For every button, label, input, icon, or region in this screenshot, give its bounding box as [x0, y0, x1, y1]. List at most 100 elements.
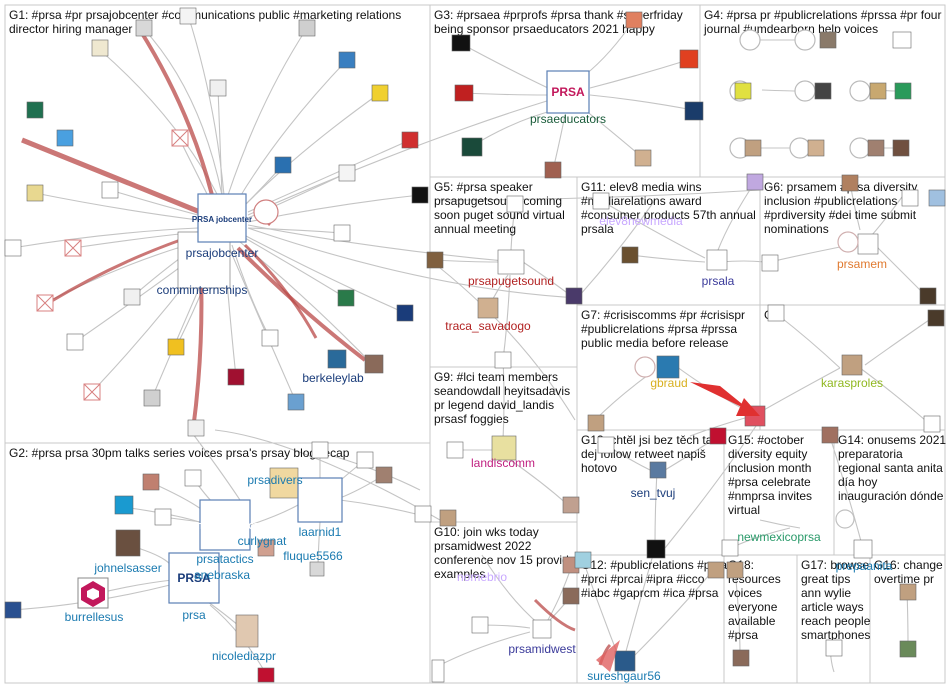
node-avatar[interactable]: [684, 101, 704, 121]
node-label-berkeleylab[interactable]: berkeleylab: [302, 371, 364, 385]
node-avatar[interactable]: [491, 435, 517, 461]
node-missing[interactable]: [64, 239, 82, 257]
node-avatar[interactable]: [899, 583, 917, 601]
node-avatar[interactable]: [794, 29, 816, 51]
node-avatar[interactable]: [333, 224, 351, 242]
node-avatar[interactable]: [338, 51, 356, 69]
node-avatar[interactable]: [597, 436, 615, 454]
node-avatar[interactable]: [901, 189, 919, 207]
node-avatar[interactable]: [707, 561, 725, 579]
node-avatar[interactable]: [867, 139, 885, 157]
node-avatar[interactable]: [143, 389, 161, 407]
node-avatar[interactable]: [794, 80, 816, 102]
hub-node-prsa[interactable]: PRSA: [168, 552, 220, 604]
node-avatar[interactable]: [327, 349, 347, 369]
node-label-landiscomm[interactable]: landiscomm: [471, 456, 535, 470]
node-label-prsadivers[interactable]: prsadivers: [247, 473, 302, 487]
node-avatar[interactable]: [494, 351, 512, 369]
node-avatar[interactable]: [179, 7, 197, 25]
node-avatar[interactable]: [732, 649, 750, 667]
node-avatar[interactable]: [309, 561, 325, 577]
node-avatar[interactable]: [375, 466, 393, 484]
node-avatar[interactable]: [825, 639, 843, 657]
node-avatar[interactable]: [439, 509, 457, 527]
node-avatar[interactable]: [338, 164, 356, 182]
node-label-sureshgaur56[interactable]: sureshgaur56: [587, 669, 661, 683]
node-avatar[interactable]: [721, 539, 739, 557]
node-label-prsapugetsound[interactable]: prsapugetsound: [468, 274, 554, 288]
node-avatar[interactable]: [767, 304, 785, 322]
node-avatar[interactable]: [66, 333, 84, 351]
node-avatar[interactable]: [154, 508, 172, 526]
node-label-prsala[interactable]: prsala: [702, 274, 735, 288]
node-label-traca-savadogo[interactable]: traca_savadogo: [445, 319, 531, 333]
node-avatar[interactable]: [649, 461, 667, 479]
node-label-fluque5566[interactable]: fluque5566: [283, 549, 343, 563]
node-label-prsajobcenter[interactable]: prsajobcenter: [186, 246, 259, 260]
node-avatar[interactable]: [587, 414, 605, 432]
node-avatar[interactable]: [471, 616, 489, 634]
node-avatar[interactable]: [923, 415, 941, 433]
node-label-gbraud[interactable]: gbraud: [650, 376, 687, 390]
node-label-karasproles[interactable]: karasproles: [821, 376, 883, 390]
node-label-nomebrio[interactable]: nomebrio: [457, 570, 507, 584]
node-avatar[interactable]: [477, 297, 499, 319]
node-avatar[interactable]: [451, 34, 471, 52]
node-avatar[interactable]: [426, 251, 444, 269]
node-avatar[interactable]: [928, 189, 946, 207]
node-avatar[interactable]: [123, 288, 141, 306]
node-avatar[interactable]: [414, 505, 432, 523]
node-label-prsaeducators[interactable]: prsaeducators: [530, 112, 606, 126]
node-avatar[interactable]: [431, 659, 445, 683]
node-label-johnelsasser[interactable]: johnelsasser: [93, 561, 161, 575]
node-avatar[interactable]: [337, 289, 355, 307]
node-avatar[interactable]: [656, 355, 680, 379]
node-avatar[interactable]: [625, 11, 643, 29]
node-avatar[interactable]: [497, 249, 525, 275]
hub-node-prsajobcenter[interactable]: PRSA jobcenter: [192, 193, 252, 243]
node-label-anebraska[interactable]: anebraska: [194, 568, 250, 582]
node-avatar[interactable]: [532, 619, 552, 639]
node-label-prsamem[interactable]: prsamem: [837, 257, 887, 271]
node-avatar[interactable]: [761, 254, 779, 272]
node-avatar[interactable]: [562, 587, 580, 605]
burrellesus-logo[interactable]: [77, 577, 109, 609]
node-avatar[interactable]: [114, 495, 134, 515]
node-avatar[interactable]: [506, 195, 524, 213]
node-avatar[interactable]: [726, 561, 744, 579]
node-avatar[interactable]: [819, 31, 837, 49]
node-avatar[interactable]: [899, 640, 917, 658]
node-avatar[interactable]: [142, 473, 160, 491]
node-avatar[interactable]: [574, 551, 592, 569]
node-avatar[interactable]: [892, 31, 912, 49]
node-avatar[interactable]: [592, 192, 610, 210]
node-avatar[interactable]: [26, 184, 44, 202]
node-avatar[interactable]: [4, 239, 22, 257]
node-avatar[interactable]: [679, 49, 699, 69]
hub-node-laarnid1[interactable]: [297, 477, 343, 523]
node-avatar[interactable]: [115, 529, 141, 557]
node-label-prsamidwest[interactable]: prsamidwest: [508, 642, 576, 656]
node-label-comminternships[interactable]: comminternships: [157, 283, 248, 297]
node-avatar[interactable]: [744, 139, 762, 157]
node-avatar[interactable]: [927, 309, 945, 327]
node-avatar[interactable]: [209, 79, 227, 97]
node-avatar[interactable]: [411, 186, 429, 204]
node-avatar[interactable]: [821, 426, 839, 444]
node-avatar[interactable]: [454, 84, 474, 102]
node-avatar[interactable]: [621, 246, 639, 264]
node-avatar[interactable]: [709, 427, 727, 445]
node-avatar[interactable]: [4, 601, 22, 619]
node-avatar[interactable]: [706, 249, 728, 271]
hub-node-prsaeducators[interactable]: PRSA: [546, 70, 590, 114]
node-avatar[interactable]: [356, 451, 374, 469]
node-avatar[interactable]: [187, 419, 205, 437]
node-avatar[interactable]: [311, 441, 329, 459]
node-label-laarnid1[interactable]: laarnid1: [299, 525, 342, 539]
node-avatar[interactable]: [894, 82, 912, 100]
node-avatar[interactable]: [544, 161, 562, 179]
node-avatar[interactable]: [298, 19, 316, 37]
node-avatar[interactable]: [101, 181, 119, 199]
node-avatar[interactable]: [167, 338, 185, 356]
node-avatar[interactable]: [739, 29, 761, 51]
